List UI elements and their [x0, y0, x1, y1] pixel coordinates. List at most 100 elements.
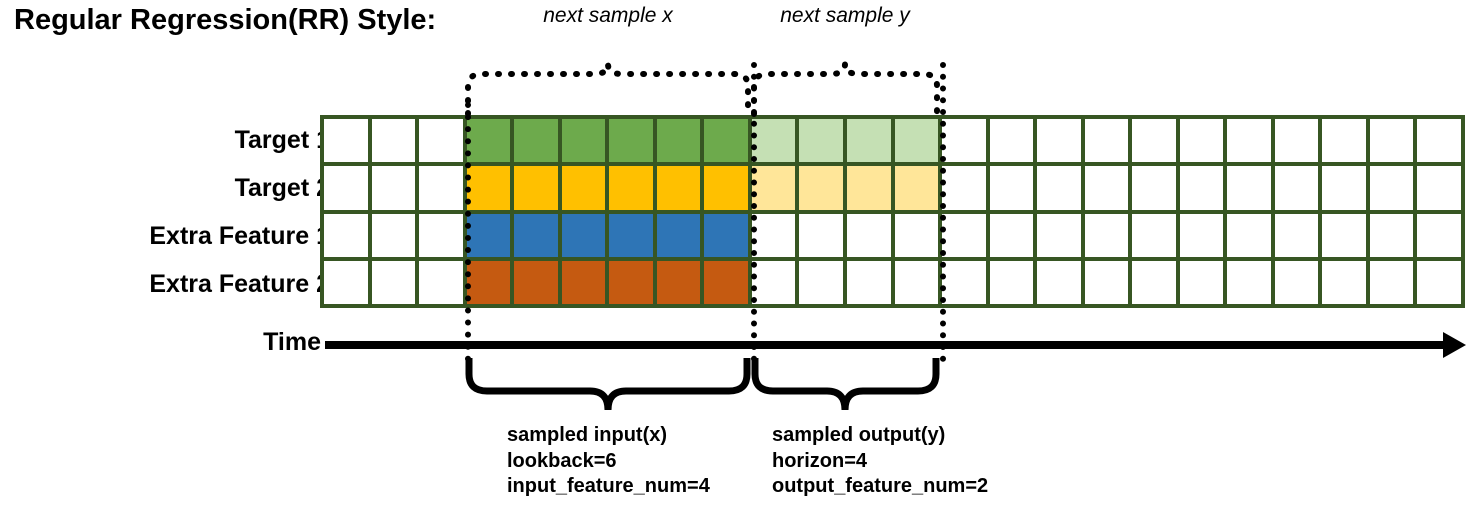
grid-cell-r1-c10 [799, 166, 843, 210]
grid-cell-r3-c23 [1417, 260, 1461, 304]
grid-cell-r3-c19 [1227, 260, 1271, 304]
timeline-grid [320, 115, 1465, 308]
caption-output-line2: horizon=4 [772, 449, 868, 472]
grid-cell-r0-c18 [1179, 119, 1224, 163]
grid-cell-r1-c12 [894, 166, 939, 210]
grid-cell-r3-c0 [324, 260, 368, 304]
grid-cell-r1-c11 [846, 166, 891, 210]
grid-cell-r1-c3 [466, 166, 511, 210]
caption-output-line3: output_feature_num=2 [772, 475, 989, 498]
brace-sampled-input [465, 358, 751, 414]
grid-cell-r2-c2 [419, 213, 463, 257]
grid-cell-r1-c16 [1084, 166, 1129, 210]
grid-cell-r3-c3 [466, 260, 511, 304]
grid-cell-r0-c0 [324, 119, 368, 163]
grid-cell-r1-c14 [989, 166, 1034, 210]
grid-cell-r2-c12 [894, 213, 939, 257]
brace-next-sample-x [465, 62, 751, 117]
grid-cell-r3-c10 [799, 260, 843, 304]
grid-cell-r0-c13 [942, 119, 986, 163]
grid-cell-r2-c23 [1417, 213, 1461, 257]
grid-cell-r3-c7 [656, 260, 701, 304]
grid-cell-r2-c1 [371, 213, 416, 257]
grid-cell-r0-c6 [609, 119, 653, 163]
grid-cell-r1-c21 [1322, 166, 1366, 210]
brace-sampled-output [751, 358, 940, 414]
grid-cell-r3-c5 [561, 260, 606, 304]
grid-cell-r1-c19 [1227, 166, 1271, 210]
grid-cell-r0-c12 [894, 119, 939, 163]
grid-cell-r0-c21 [1322, 119, 1366, 163]
time-axis-line [325, 341, 1450, 349]
guide-line-input-output-split [751, 62, 757, 362]
grid-cell-r3-c17 [1132, 260, 1176, 304]
caption-input-line2: lookback=6 [507, 449, 617, 472]
grid-cell-r3-c18 [1179, 260, 1224, 304]
grid-cell-r3-c16 [1084, 260, 1129, 304]
grid-cell-r2-c19 [1227, 213, 1271, 257]
label-next-sample-y: next sample y [780, 4, 910, 27]
grid-cell-r3-c8 [704, 260, 748, 304]
grid-cell-r3-c6 [609, 260, 653, 304]
grid-cell-r0-c11 [846, 119, 891, 163]
grid-cell-r1-c7 [656, 166, 701, 210]
grid-cell-r2-c7 [656, 213, 701, 257]
grid-cell-r1-c8 [704, 166, 748, 210]
grid-cell-r3-c1 [371, 260, 416, 304]
grid-cell-r0-c23 [1417, 119, 1461, 163]
grid-cell-r0-c17 [1132, 119, 1176, 163]
page-title: Regular Regression(RR) Style: [14, 4, 437, 36]
grid-cell-r2-c17 [1132, 213, 1176, 257]
grid-cell-r1-c6 [609, 166, 653, 210]
grid-cell-r0-c1 [371, 119, 416, 163]
grid-cell-r2-c21 [1322, 213, 1366, 257]
grid-cell-r2-c5 [561, 213, 606, 257]
grid-cell-r2-c8 [704, 213, 748, 257]
grid-cell-r2-c0 [324, 213, 368, 257]
grid-cell-r1-c17 [1132, 166, 1176, 210]
grid-cell-r0-c22 [1369, 119, 1414, 163]
grid-cell-r0-c3 [466, 119, 511, 163]
grid-cell-r3-c14 [989, 260, 1034, 304]
row-label-target-2: Target 2 [234, 174, 330, 202]
grid-cell-r0-c9 [751, 119, 796, 163]
arrow-right-icon [1443, 332, 1466, 358]
axis-label-time: Time [263, 328, 321, 356]
caption-input-line3: input_feature_num=4 [507, 475, 710, 498]
grid-cell-r1-c5 [561, 166, 606, 210]
grid-cell-r0-c14 [989, 119, 1034, 163]
guide-line-input-start [465, 102, 471, 362]
grid-cell-r3-c9 [751, 260, 796, 304]
grid-cell-r3-c22 [1369, 260, 1414, 304]
grid-cell-r2-c9 [751, 213, 796, 257]
grid-cell-r1-c23 [1417, 166, 1461, 210]
grid-cell-r3-c15 [1037, 260, 1081, 304]
grid-cell-r2-c11 [846, 213, 891, 257]
brace-next-sample-y [751, 62, 940, 117]
grid-cell-r2-c18 [1179, 213, 1224, 257]
grid-cell-r2-c15 [1037, 213, 1081, 257]
grid-cell-r1-c22 [1369, 166, 1414, 210]
grid-cell-r2-c22 [1369, 213, 1414, 257]
grid-cell-r1-c18 [1179, 166, 1224, 210]
grid-cell-r1-c13 [942, 166, 986, 210]
grid-cell-r3-c21 [1322, 260, 1366, 304]
grid-cell-r3-c4 [514, 260, 558, 304]
caption-sampled-output: sampled output(y) horizon=4 output_featu… [772, 423, 988, 500]
row-label-extra-feature-1: Extra Feature 1 [149, 222, 330, 250]
grid-cell-r2-c13 [942, 213, 986, 257]
grid-cell-r2-c14 [989, 213, 1034, 257]
label-next-sample-x: next sample x [543, 4, 673, 27]
grid-cell-r2-c20 [1274, 213, 1319, 257]
grid-cell-r2-c10 [799, 213, 843, 257]
grid-cell-r1-c2 [419, 166, 463, 210]
grid-cell-r0-c5 [561, 119, 606, 163]
grid-cell-r0-c16 [1084, 119, 1129, 163]
grid-cell-r1-c9 [751, 166, 796, 210]
grid-cell-r3-c11 [846, 260, 891, 304]
row-label-target-1: Target 1 [234, 126, 330, 154]
grid-cell-r0-c20 [1274, 119, 1319, 163]
grid-cell-r1-c1 [371, 166, 416, 210]
grid-cell-r2-c4 [514, 213, 558, 257]
